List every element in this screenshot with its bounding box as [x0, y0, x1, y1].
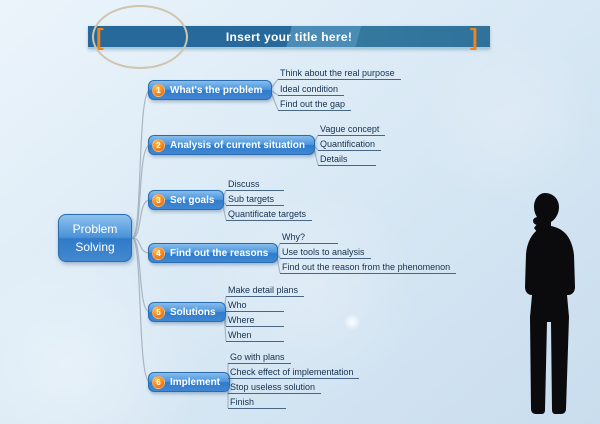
child-topic[interactable]: Details	[318, 153, 376, 166]
child-topic[interactable]: Ideal condition	[278, 83, 345, 96]
branch-number-badge: 6	[152, 375, 165, 389]
background-bubble	[420, 30, 600, 210]
branch-label: Analysis of current situation	[170, 139, 306, 151]
branch-label: Solutions	[170, 306, 216, 318]
child-topic[interactable]: When	[226, 329, 284, 342]
thinking-person-image	[525, 193, 575, 414]
branch-label: What's the problem	[170, 84, 263, 96]
branch-node[interactable]: 1 What's the problem	[148, 80, 273, 100]
branch-label: Set goals	[170, 194, 215, 206]
bracket-left-icon: [	[96, 24, 104, 50]
child-topic[interactable]: Find out the gap	[278, 98, 352, 111]
branch-label: Find out the reasons	[170, 247, 269, 259]
bracket-right-icon: ]	[470, 24, 478, 50]
child-topic[interactable]: Quantificate targets	[226, 208, 313, 221]
background-bubble	[0, 240, 200, 424]
branch-node[interactable]: 4 Find out the reasons	[148, 243, 279, 263]
branch-node[interactable]: 2 Analysis of current situation	[148, 135, 316, 155]
branch-number-badge: 3	[152, 193, 165, 207]
branch-node[interactable]: 6 Implement	[148, 372, 231, 392]
child-topic[interactable]: Vague concept	[318, 123, 386, 136]
child-topic[interactable]: Why?	[280, 231, 338, 244]
root-node[interactable]: Problem Solving	[58, 214, 132, 262]
child-topic[interactable]: Where	[226, 314, 284, 327]
branch-number-badge: 2	[152, 138, 165, 152]
child-topic[interactable]: Stop useless solution	[228, 381, 322, 394]
child-topic[interactable]: Go with plans	[228, 351, 291, 364]
child-topic[interactable]: Sub targets	[226, 193, 284, 206]
branch-number-badge: 1	[152, 83, 165, 97]
child-topic[interactable]: Find out the reason from the phenomenon	[280, 261, 457, 274]
child-topic[interactable]: Make detail plans	[226, 284, 305, 297]
branch-node[interactable]: 5 Solutions	[148, 302, 226, 322]
child-topic[interactable]: Finish	[228, 396, 286, 409]
child-topic[interactable]: Discuss	[226, 178, 284, 191]
root-label: Problem Solving	[72, 222, 118, 254]
background-dot	[344, 314, 360, 330]
child-topic[interactable]: Check effect of implementation	[228, 366, 360, 379]
branch-label: Implement	[170, 376, 221, 388]
child-topic[interactable]: Use tools to analysis	[280, 246, 371, 259]
title-text: Insert your title here!	[225, 29, 353, 44]
child-topic[interactable]: Quantification	[318, 138, 382, 151]
branch-node[interactable]: 3 Set goals	[148, 190, 225, 210]
branch-number-badge: 5	[152, 305, 165, 319]
branch-number-badge: 4	[152, 246, 165, 260]
title-banner[interactable]: Insert your title here!	[88, 26, 490, 49]
child-topic[interactable]: Think about the real purpose	[278, 67, 401, 80]
child-topic[interactable]: Who	[226, 299, 284, 312]
